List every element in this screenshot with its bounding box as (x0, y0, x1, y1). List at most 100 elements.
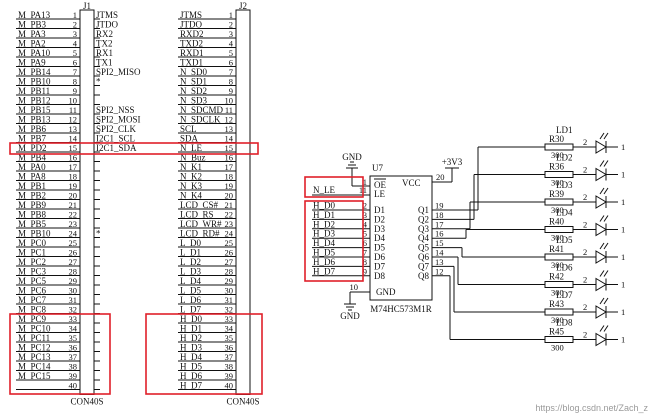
led-pin: 1 (621, 307, 625, 317)
pin-number: 37 (225, 352, 234, 362)
pin-name: D8 (374, 271, 385, 281)
net-label: M_PC13 (18, 352, 51, 362)
led-pin: 1 (621, 280, 625, 290)
pin-number: 33 (225, 314, 234, 324)
net-label: LCD_RS (180, 210, 214, 220)
pin-number: 32 (69, 305, 78, 315)
pin-number: 36 (225, 343, 234, 353)
net-label: M_PB3 (18, 20, 47, 30)
led-pin: 2 (583, 275, 587, 285)
emission-arrow (599, 187, 605, 195)
pin-number: 24 (69, 229, 78, 239)
emission-arrow (603, 297, 609, 305)
led-pin: 2 (583, 165, 587, 175)
net-label: H_D6 (313, 257, 335, 267)
signal-label: RX2 (96, 29, 113, 39)
resistor-ref: R45 (549, 327, 565, 337)
pin-number: 19 (69, 181, 78, 191)
pin-number: 20 (225, 191, 234, 201)
net-label: M_PB9 (18, 200, 47, 210)
net-label: H_D4 (313, 238, 335, 248)
pin-number: 5 (229, 48, 233, 58)
net-label: H_D5 (180, 362, 202, 372)
net-label: JTMS (180, 10, 202, 20)
emission-arrow (603, 270, 609, 277)
pin-number: 18 (435, 210, 444, 220)
pin-number: 11 (225, 105, 233, 115)
led-pin: 2 (583, 220, 587, 230)
pin-number: 14 (435, 248, 444, 258)
latch-ref: U7 (372, 163, 383, 173)
net-label: M_PB10 (18, 229, 51, 239)
signal-label: JTDO (96, 20, 118, 30)
net-label: LCD_WR# (180, 219, 222, 229)
net-label: M_PA0 (18, 162, 46, 172)
net-label: M_PB14 (18, 67, 51, 77)
net-label: M_PA8 (18, 172, 46, 182)
pin-name: Q5 (418, 243, 429, 253)
pin-number: 12 (225, 115, 234, 125)
led-ref: LD4 (556, 208, 573, 218)
net-label: M_PB6 (18, 124, 47, 134)
pin-number: 2 (229, 20, 233, 30)
pin-number: 15 (69, 143, 78, 153)
emission-arrow (603, 187, 609, 195)
led-LD2-icon (595, 167, 607, 182)
net-label: M_PA13 (18, 10, 51, 20)
signal-label: SPI2_MOSI (96, 115, 141, 125)
net-label: H_D1 (313, 210, 335, 220)
pin-name: D6 (374, 252, 385, 262)
pin-number: 7 (229, 67, 233, 77)
net-label: M_PA10 (18, 48, 51, 58)
pin-number: 21 (69, 200, 78, 210)
pin-number: 4 (229, 39, 234, 49)
pin-name: LE (374, 189, 385, 199)
pin-name: D2 (374, 214, 385, 224)
pin-name: Q3 (418, 224, 429, 234)
net-label: N_Buz (180, 153, 206, 163)
pin-number: 30 (225, 286, 234, 296)
pin-number: 31 (69, 295, 78, 305)
pin-name: D1 (374, 205, 385, 215)
pin-number: 16 (225, 153, 234, 163)
net-label: N_SD2 (180, 86, 207, 96)
net-label: L_D4 (180, 276, 201, 286)
led-LD7-icon (595, 305, 607, 319)
net-label: M_PC8 (18, 305, 47, 315)
emission-arrow (599, 215, 605, 222)
pin-number: 37 (69, 352, 78, 362)
net-label: L_D7 (180, 305, 201, 315)
pin-number: 8 (229, 77, 233, 87)
resistor-value: 300 (551, 150, 564, 160)
pin-number: 3 (73, 29, 77, 39)
emission-arrow (603, 325, 609, 332)
net-label: N_K2 (180, 172, 202, 182)
pin-name: D3 (374, 224, 385, 234)
net-label: M_PB7 (18, 134, 47, 144)
highlight-boxes (9, 142, 364, 395)
net-label: L_D0 (180, 238, 201, 248)
led-ref: LD6 (556, 263, 573, 273)
net-label: M_PC12 (18, 343, 51, 353)
led-LD3-icon (595, 195, 607, 209)
resistor-ref: R40 (549, 217, 565, 227)
pin-number: 29 (69, 276, 78, 286)
emission-arrow (599, 132, 605, 140)
resistor-value: 300 (551, 343, 564, 353)
net-label: L_D3 (180, 267, 201, 277)
led-pin: 2 (583, 302, 587, 312)
pin-name: D7 (374, 261, 385, 271)
pin-name: D5 (374, 243, 385, 253)
net-label: N_K4 (180, 191, 202, 201)
net-label: N_K1 (180, 162, 202, 172)
highlight-u7-le (304, 176, 364, 198)
pin-number: 15 (435, 238, 444, 248)
pin-number: 17 (435, 219, 444, 229)
led-LD8-icon (595, 332, 607, 347)
emission-arrow (599, 325, 605, 332)
pin-number: 7 (363, 248, 367, 258)
resistor-ref: R36 (549, 162, 565, 172)
pin-number: 16 (69, 153, 78, 163)
pin-number: 16 (435, 229, 444, 239)
